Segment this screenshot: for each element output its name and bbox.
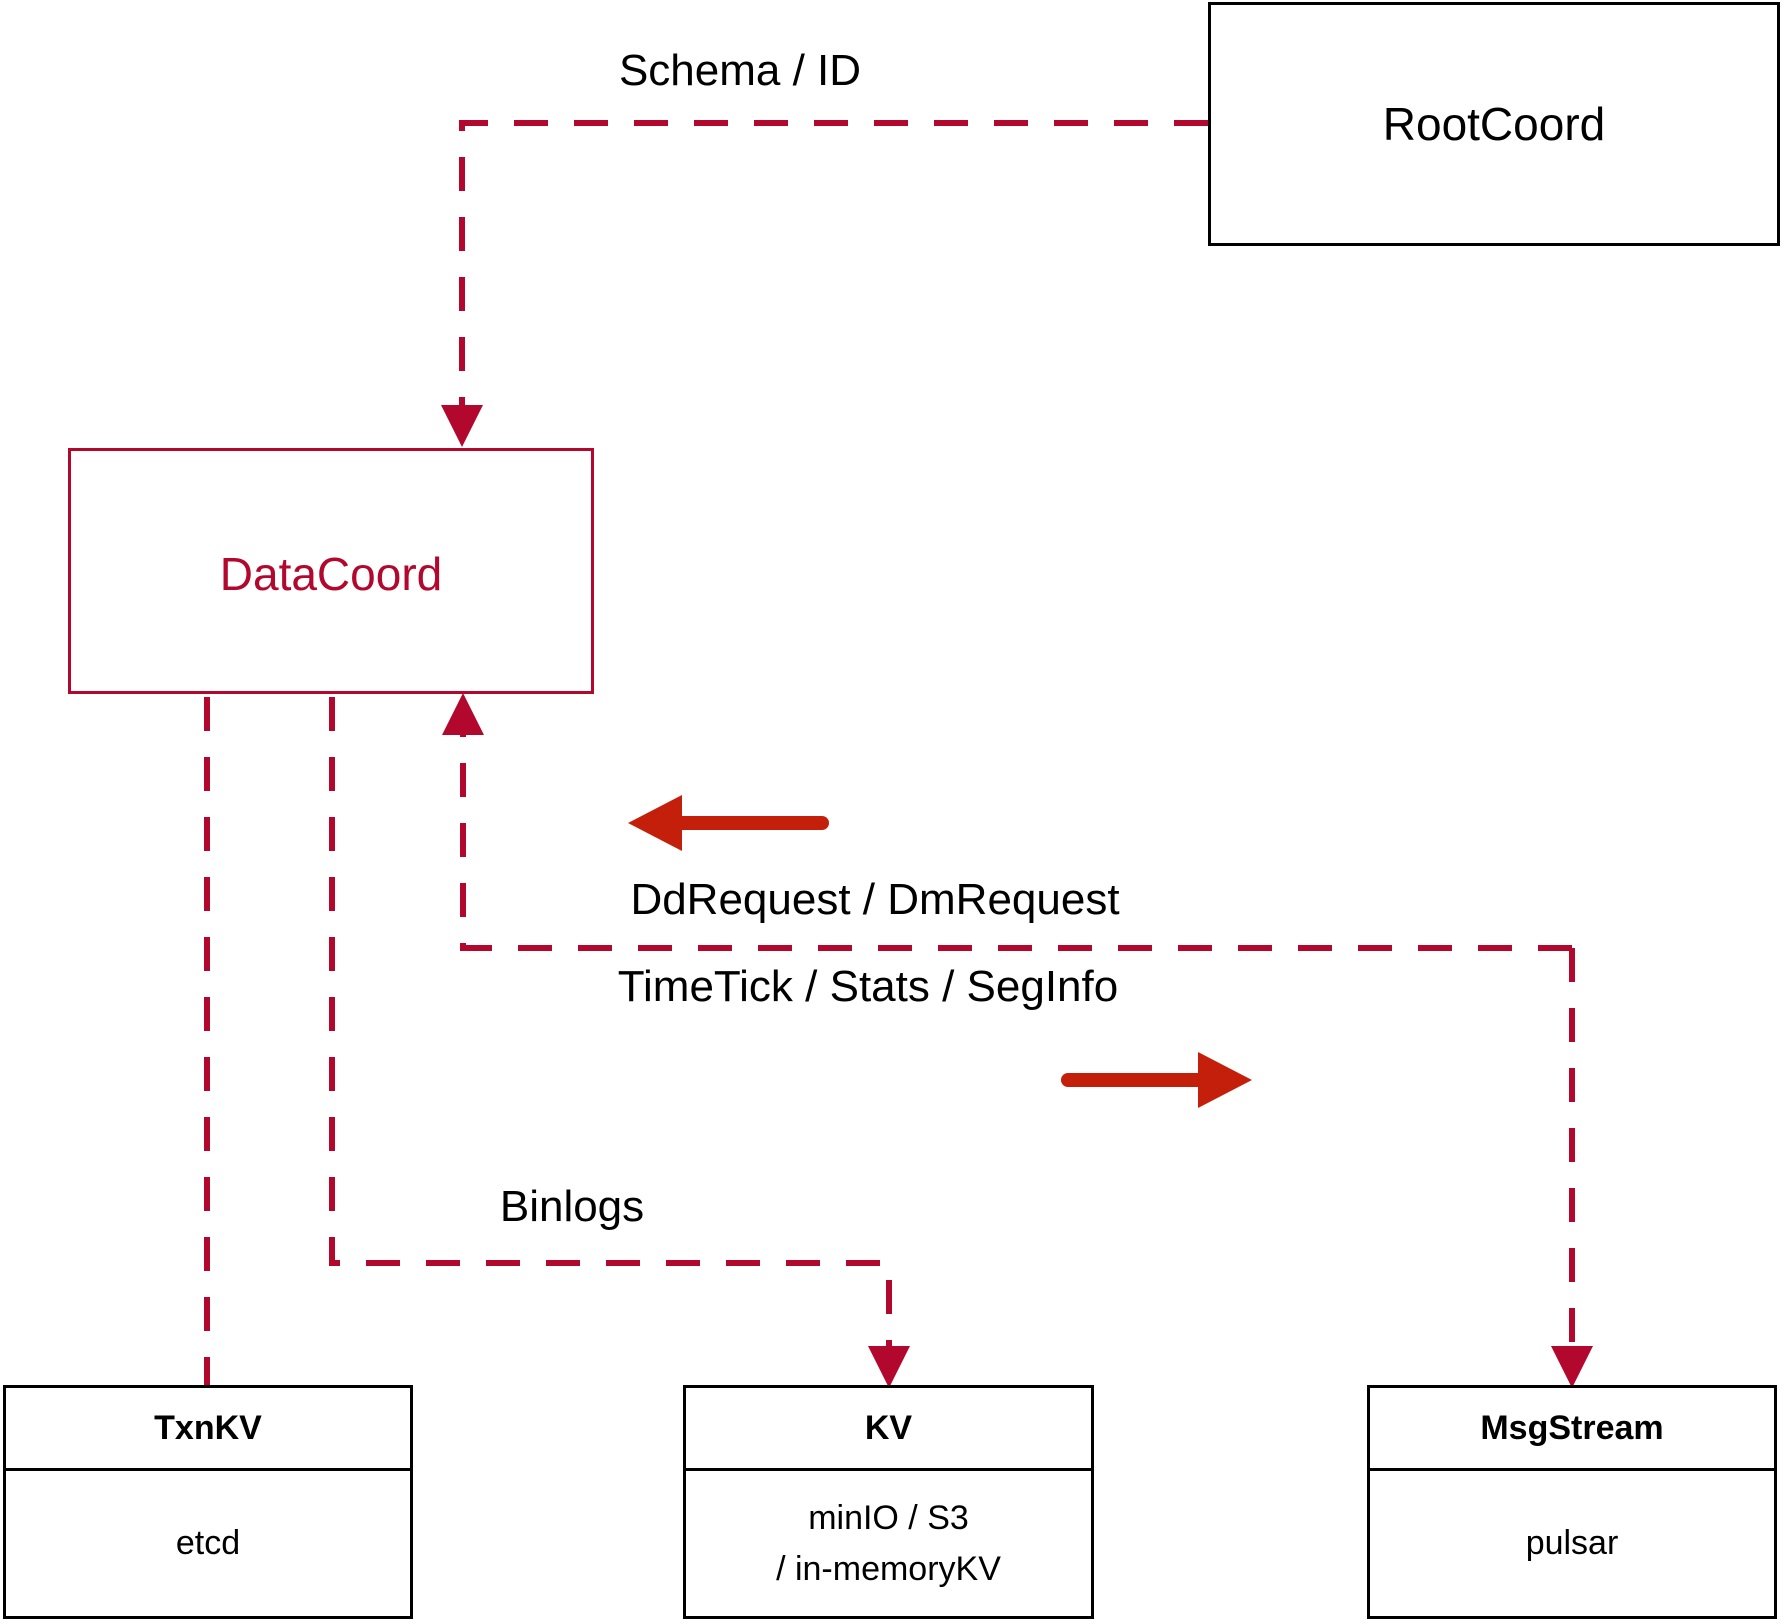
- edge-label-schema-id: Schema / ID: [618, 46, 862, 95]
- node-datacoord[interactable]: DataCoord: [68, 448, 594, 694]
- node-txnkv-body: etcd: [6, 1471, 410, 1616]
- edge-label-binlogs: Binlogs: [499, 1182, 645, 1231]
- node-msgstream[interactable]: MsgStream pulsar: [1367, 1385, 1777, 1619]
- node-rootcoord-label: RootCoord: [1382, 98, 1606, 150]
- node-kv-body-line: minIO / S3: [808, 1498, 969, 1537]
- node-txnkv-body-line: etcd: [175, 1524, 241, 1562]
- dd-dm-direction-arrow-icon: [628, 795, 829, 851]
- node-msgstream-body: pulsar: [1370, 1471, 1774, 1616]
- edge-label-timetick-stats-seginfo: TimeTick / Stats / SegInfo: [617, 962, 1119, 1011]
- edge-label-dd-dm-request: DdRequest / DmRequest: [630, 875, 1120, 924]
- node-rootcoord[interactable]: RootCoord: [1208, 2, 1780, 246]
- node-txnkv[interactable]: TxnKV etcd: [3, 1385, 413, 1619]
- node-kv[interactable]: KV minIO / S3 / in-memoryKV: [683, 1385, 1094, 1619]
- edge-msgstream-bus-path: [442, 693, 1572, 951]
- node-datacoord-label: DataCoord: [219, 548, 443, 600]
- edge-schema-id-path: [441, 120, 1208, 447]
- edge-binlogs-path: [329, 697, 910, 1388]
- node-txnkv-title: TxnKV: [6, 1388, 410, 1471]
- timetick-direction-arrow-icon: [1061, 1052, 1252, 1108]
- node-kv-body-line: / in-memoryKV: [776, 1549, 1001, 1588]
- node-kv-body: minIO / S3 / in-memoryKV: [686, 1471, 1091, 1616]
- node-kv-title: KV: [686, 1388, 1091, 1471]
- node-msgstream-title: MsgStream: [1370, 1388, 1774, 1471]
- node-msgstream-body-line: pulsar: [1525, 1524, 1619, 1562]
